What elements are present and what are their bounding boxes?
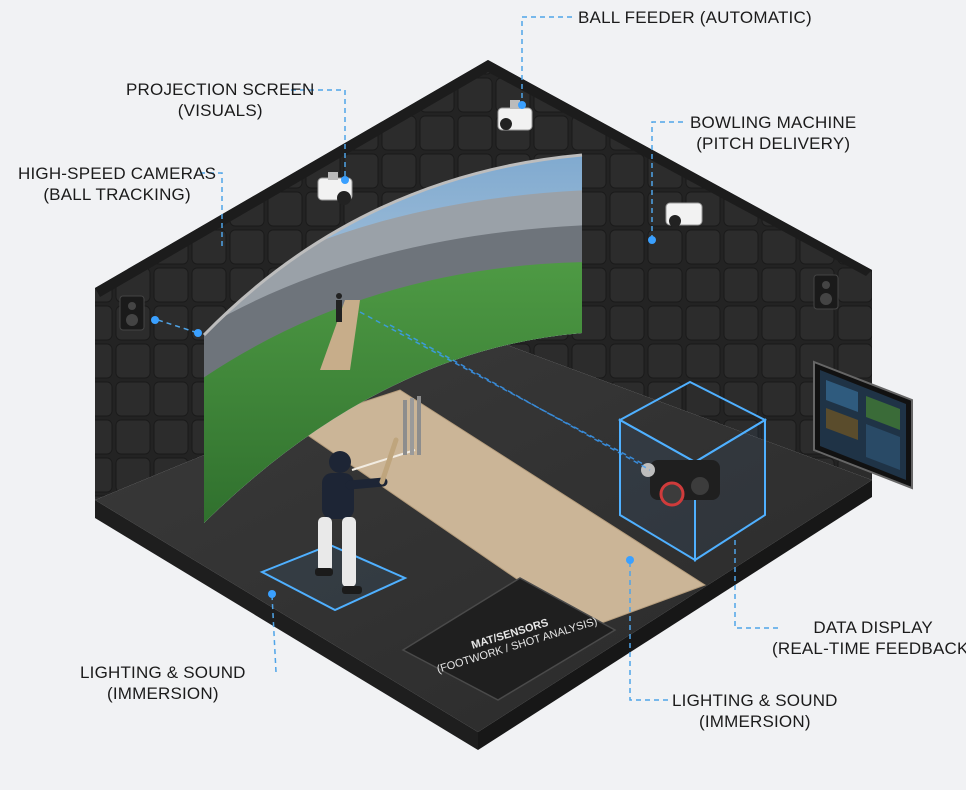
- camera-icon: [665, 202, 703, 227]
- callout-data-display-line1: DATA DISPLAY: [813, 618, 933, 637]
- callout-ball-feeder: BALL FEEDER (AUTOMATIC): [578, 7, 812, 28]
- callout-projection-screen-line1: PROJECTION SCREEN: [126, 80, 315, 99]
- callout-high-speed-cameras-line2: (BALL TRACKING): [43, 185, 191, 204]
- speaker-icon: [119, 295, 145, 331]
- callout-lighting-sound-bottom-line1: LIGHTING & SOUND: [672, 691, 838, 710]
- stumps-icon: [403, 396, 421, 455]
- callout-leader-lines: [157, 16, 778, 701]
- callout-lighting-sound-bottom-line2: (IMMERSION): [698, 712, 811, 731]
- batter-stance-zone: [259, 543, 408, 612]
- callout-bowling-machine: BOWLING MACHINE (PITCH DELIVERY): [690, 112, 856, 154]
- speaker-icon: [813, 274, 839, 310]
- sensor-mat: [401, 577, 617, 701]
- callout-data-display-line2: (REAL-TIME FEEDBACK): [772, 639, 966, 658]
- camera-icon: [497, 100, 533, 131]
- callout-high-speed-cameras: HIGH-SPEED CAMERAS (BALL TRACKING): [18, 163, 216, 205]
- callout-high-speed-cameras-line1: HIGH-SPEED CAMERAS: [18, 164, 217, 183]
- callout-bowling-machine-line2: (PITCH DELIVERY): [696, 134, 851, 153]
- callout-projection-screen: PROJECTION SCREEN (VISUALS): [126, 79, 315, 121]
- callout-lighting-sound-bottom: LIGHTING & SOUND (IMMERSION): [672, 690, 838, 732]
- callout-dots: [151, 101, 656, 598]
- callout-bowling-machine-line1: BOWLING MACHINE: [690, 113, 857, 132]
- monitor-icon: [813, 360, 913, 490]
- callout-lighting-sound-left-line1: LIGHTING & SOUND: [80, 663, 246, 682]
- bowling-machine-icon: [617, 380, 768, 562]
- pitch-strip: [291, 389, 707, 629]
- callout-projection-screen-line2: (VISUALS): [177, 101, 263, 120]
- batsman-figure: [315, 437, 399, 594]
- callout-ball-feeder-line1: BALL FEEDER (AUTOMATIC): [578, 8, 812, 27]
- ball-tracking-beams: [359, 311, 651, 471]
- callout-data-display: DATA DISPLAY (REAL-TIME FEEDBACK): [772, 617, 966, 659]
- callout-lighting-sound-left-line2: (IMMERSION): [106, 684, 219, 703]
- callout-lighting-sound-left: LIGHTING & SOUND (IMMERSION): [80, 662, 246, 704]
